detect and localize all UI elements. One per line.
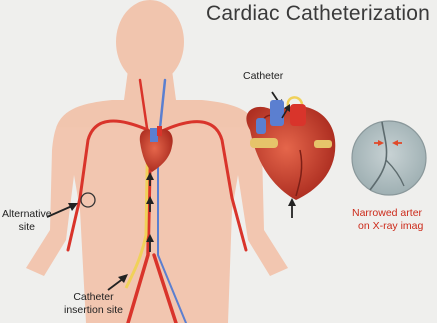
label-narrowed-artery-line1: Narrowed arter [352,207,423,220]
neck [124,70,176,100]
label-alternative-site-line1: Alternative [2,208,52,221]
label-alternative-site-line2: site [2,221,52,234]
arrow-heart-up [288,198,296,218]
xray-image [352,121,426,195]
label-insertion-site-line1: Catheter [64,291,123,304]
label-alternative-site: Alternative site [2,208,52,234]
label-narrowed-artery: Narrowed arter on X-ray imag [352,207,423,233]
label-catheter: Catheter [243,70,283,83]
diagram-title: Cardiac Catheterization [206,2,430,26]
label-insertion-site-line2: insertion site [64,304,123,317]
label-narrowed-artery-line2: on X-ray imag [352,220,423,233]
label-insertion-site: Catheter insertion site [64,291,123,317]
